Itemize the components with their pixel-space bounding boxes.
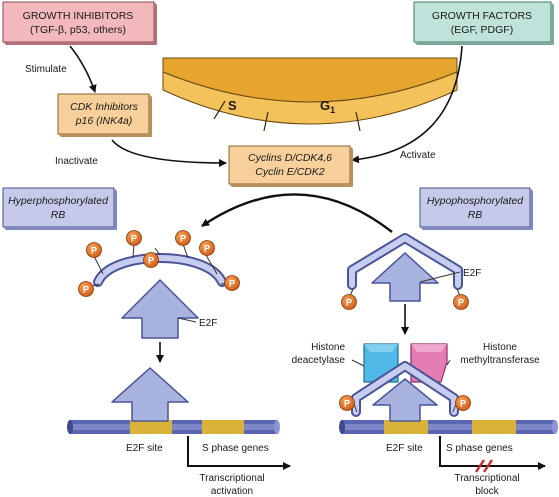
transcriptional-activation-line1: Transcriptional [199, 473, 264, 484]
e2f-label-right: E2F [463, 268, 481, 279]
e2f-bound-left [111, 367, 189, 422]
phospho-icon: P [341, 294, 357, 310]
activate-label: Activate [400, 150, 436, 161]
svg-text:P: P [83, 285, 89, 295]
hypo-rb-complex-bound: P P [339, 361, 471, 422]
hypo-rb-line1: Hypophosphorylated [427, 195, 524, 207]
svg-text:P: P [180, 234, 186, 244]
phase-s-label: S [228, 98, 237, 113]
phospho-icon: P [224, 275, 240, 291]
growth-factors-examples: (EGF, PDGF) [451, 24, 513, 36]
transcriptional-block-line2: block [475, 486, 499, 497]
phosphorylation-arrow [201, 193, 393, 233]
growth-factors-title: GROWTH FACTORS [432, 10, 532, 22]
phospho-icon: P [339, 395, 355, 411]
transcription-arrow-right [439, 436, 546, 470]
cyclins-line1: Cyclins D/CDK4,6 [248, 152, 332, 164]
svg-text:P: P [229, 279, 235, 289]
phospho-icon: P [126, 230, 142, 246]
phosphate-groups-left: P P P P P P P [78, 230, 240, 297]
phospho-icon: P [455, 395, 471, 411]
svg-text:P: P [346, 298, 352, 308]
svg-text:P: P [344, 399, 350, 409]
dna-left [67, 420, 280, 434]
svg-text:P: P [204, 244, 210, 254]
growth-inhibitors-title: GROWTH INHIBITORS [23, 10, 134, 22]
histone-deacetylase-label-1: Histone [311, 342, 345, 353]
svg-text:P: P [458, 298, 464, 308]
transcriptional-block-line1: Transcriptional [454, 473, 519, 484]
hyper-rb-protein [93, 253, 227, 287]
hyper-rb-line1: Hyperphosphorylated [8, 195, 109, 207]
growth-inhibitors-examples: (TGF-β, p53, others) [30, 24, 126, 36]
svg-text:P: P [460, 399, 466, 409]
s-phase-genes-label-left: S phase genes [202, 443, 269, 454]
phospho-icon: P [175, 230, 191, 246]
histone-methyltransferase-label-1: Histone [483, 342, 517, 353]
inactivate-label: Inactivate [55, 156, 98, 167]
e2f-site-label-left: E2F site [126, 443, 163, 454]
dna-right [339, 420, 558, 434]
histone-methyltransferase-label-2: methyltransferase [460, 355, 540, 366]
e2f-label-left: E2F [199, 318, 217, 329]
cyclins-line2: Cyclin E/CDK2 [255, 166, 325, 178]
hypophosphorylated-rb-box: Hypophosphorylated RB [419, 187, 533, 230]
transcriptional-activation-line2: activation [211, 486, 253, 497]
cdk-inhibitors-box: CDK Inhibitors p16 (INK4a) [57, 93, 152, 137]
svg-text:P: P [91, 246, 97, 256]
cyclins-cdk-box: Cyclins D/CDK4,6 Cyclin E/CDK2 [228, 145, 353, 187]
cdk-inhibitors-title: CDK Inhibitors [70, 101, 138, 113]
hyper-rb-line2: RB [51, 209, 66, 221]
histone-deacetylase-label-2: deacetylase [292, 355, 346, 366]
phospho-icon: P [143, 252, 159, 268]
cell-cycle-ring: S G1 [162, 57, 458, 132]
svg-text:P: P [131, 234, 137, 244]
stimulate-label: Stimulate [25, 64, 67, 75]
activate-arrow [351, 45, 463, 164]
cdk-inhibitors-example: p16 (INK4a) [75, 115, 133, 127]
growth-inhibitors-box: GROWTH INHIBITORS (TGF-β, p53, others) [2, 1, 157, 45]
hypo-rb-complex-top: E2F P P [341, 233, 481, 310]
inactivate-arrow [111, 139, 227, 167]
transcription-arrow-left [187, 436, 291, 470]
phospho-icon: P [78, 281, 94, 297]
growth-factors-box: GROWTH FACTORS (EGF, PDGF) [413, 1, 554, 45]
phospho-icon: P [86, 242, 102, 258]
stimulate-arrow [69, 45, 97, 93]
e2f-site-label-right: E2F site [386, 443, 423, 454]
phospho-icon: P [453, 294, 469, 310]
e2f-protein-left: E2F [121, 279, 217, 339]
s-phase-genes-label-right: S phase genes [446, 443, 513, 454]
hypo-rb-line2: RB [468, 209, 483, 221]
block-mark [475, 459, 493, 473]
svg-text:P: P [148, 256, 154, 266]
hyperphosphorylated-rb-box: Hyperphosphorylated RB [2, 187, 117, 230]
phase-g1-label: G1 [320, 98, 335, 115]
phospho-icon: P [199, 240, 215, 256]
